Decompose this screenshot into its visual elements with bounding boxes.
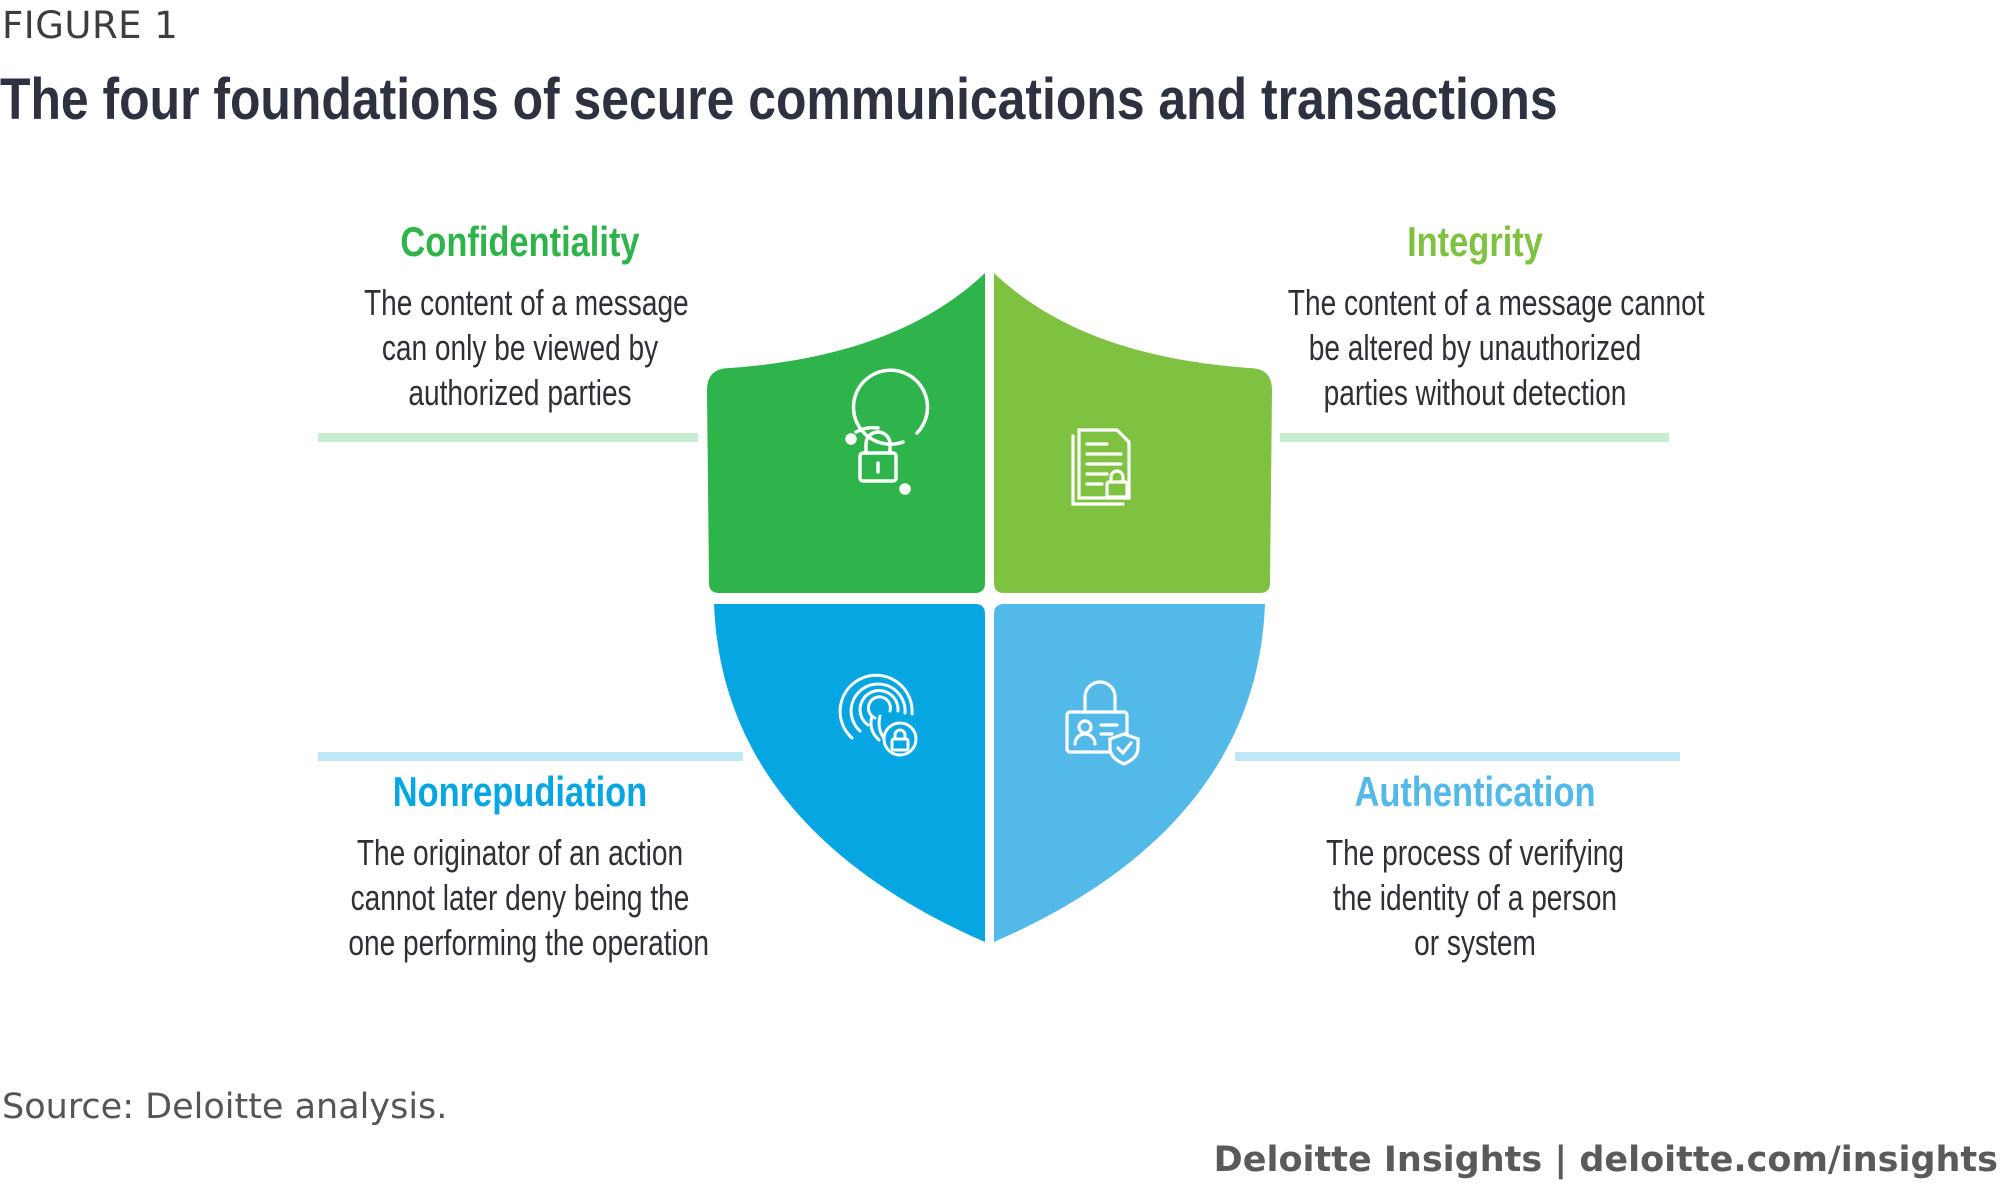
source-note: Source: Deloitte analysis. xyxy=(2,1087,448,1127)
authentication-connector-line xyxy=(1235,752,1680,761)
confidentiality-block: Confidentiality The content of a message… xyxy=(320,218,720,415)
nonrepudiation-line: one performing the operation xyxy=(348,922,710,963)
figure-label: FIGURE 1 xyxy=(2,4,179,47)
integrity-line: The content of a message cannot xyxy=(1287,282,1705,323)
authentication-block: Authentication The process of verifying … xyxy=(1255,768,1695,965)
authentication-line: The process of verifying xyxy=(1325,832,1625,873)
authentication-quadrant xyxy=(994,604,1265,942)
integrity-connector-line xyxy=(1280,433,1669,442)
document-lock-icon xyxy=(1071,428,1131,506)
nonrepudiation-block: Nonrepudiation The originator of an acti… xyxy=(300,768,740,965)
authentication-description: The process of verifying the identity of… xyxy=(1303,830,1646,965)
nonrepudiation-title: Nonrepudiation xyxy=(392,768,648,815)
lock-icon xyxy=(845,368,930,495)
confidentiality-description: The content of a message can only be vie… xyxy=(364,280,689,415)
confidentiality-line: authorized parties xyxy=(408,372,632,413)
nonrepudiation-description: The originator of an action cannot later… xyxy=(348,830,710,965)
confidentiality-title: Confidentiality xyxy=(400,218,640,265)
authentication-line: or system xyxy=(1414,922,1536,963)
integrity-line: parties without detection xyxy=(1323,372,1627,413)
integrity-description: The content of a message cannot be alter… xyxy=(1287,280,1705,415)
confidentiality-connector-line xyxy=(318,433,698,442)
nonrepudiation-line: The originator of an action xyxy=(356,832,684,873)
nonrepudiation-line: cannot later deny being the xyxy=(350,877,690,918)
fingerprint-lock-icon xyxy=(838,673,918,757)
confidentiality-line: The content of a message xyxy=(364,282,689,323)
confidentiality-line: can only be viewed by xyxy=(381,327,659,368)
page-title: The four foundations of secure communica… xyxy=(0,67,1558,132)
integrity-quadrant xyxy=(994,273,1272,593)
publisher-credit: Deloitte Insights | deloitte.com/insight… xyxy=(1213,1140,1998,1180)
authentication-line: the identity of a person xyxy=(1332,877,1618,918)
confidentiality-quadrant xyxy=(707,273,985,593)
integrity-line: be altered by unauthorized xyxy=(1308,327,1642,368)
integrity-title: Integrity xyxy=(1407,218,1543,265)
integrity-block: Integrity The content of a message canno… xyxy=(1235,218,1715,415)
id-card-lock-icon xyxy=(1065,680,1140,766)
nonrepudiation-quadrant xyxy=(714,604,985,942)
authentication-title: Authentication xyxy=(1354,768,1596,815)
nonrepudiation-connector-line xyxy=(318,752,743,761)
